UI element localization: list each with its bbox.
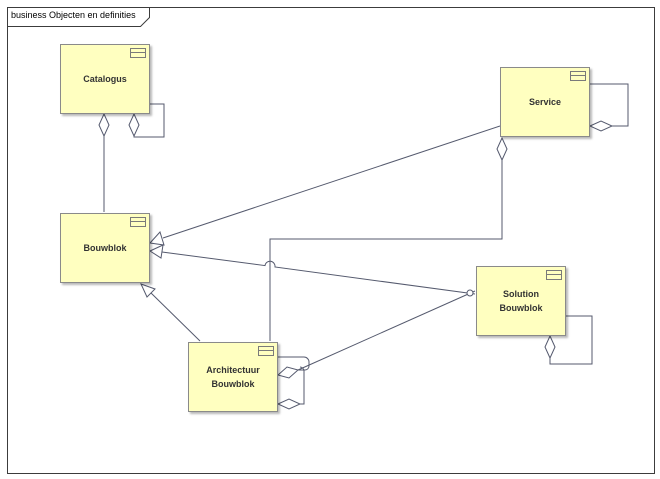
service-self-connector[interactable] bbox=[590, 83, 629, 127]
aggregation-diamond bbox=[128, 112, 140, 138]
solution-bouwblok-generalization[interactable] bbox=[161, 251, 476, 295]
element-bouwblok[interactable]: Bouwblok bbox=[60, 213, 150, 283]
aggregation-diamond bbox=[276, 366, 300, 379]
service-architectuur-connector[interactable] bbox=[269, 160, 503, 341]
aggregation-diamond bbox=[496, 136, 508, 162]
class-icon bbox=[130, 48, 146, 58]
diagram-frame bbox=[7, 7, 655, 474]
element-service[interactable]: Service bbox=[500, 67, 590, 137]
aggregation-diamond bbox=[588, 120, 614, 132]
generalization-arrowhead bbox=[140, 283, 156, 298]
element-catalogus-label: Catalogus bbox=[83, 73, 127, 84]
generalization-arrowhead bbox=[148, 244, 164, 259]
class-icon bbox=[130, 217, 146, 227]
diagram-title: business Objecten en definities bbox=[11, 10, 136, 20]
element-solution-bouwblok[interactable]: Solution Bouwblok bbox=[476, 266, 566, 336]
class-icon bbox=[546, 270, 562, 280]
class-icon bbox=[258, 346, 274, 356]
architectuur-solution-connector[interactable] bbox=[297, 290, 476, 371]
frame-tab bbox=[7, 7, 150, 27]
element-solution-bouwblok-label: Solution Bouwblok bbox=[499, 288, 543, 313]
aggregation-diamond bbox=[98, 112, 110, 138]
aggregation-diamond bbox=[544, 334, 556, 360]
element-architectuur-bouwblok-label: Architectuur Bouwblok bbox=[206, 364, 260, 389]
service-bouwblok-generalization[interactable] bbox=[162, 125, 501, 239]
solution-self-connector[interactable] bbox=[549, 315, 593, 365]
element-catalogus[interactable]: Catalogus bbox=[60, 44, 150, 114]
element-service-label: Service bbox=[528, 96, 562, 107]
architectuur-bouwblok-generalization[interactable] bbox=[149, 291, 201, 342]
architectuur-self-connector-1[interactable] bbox=[278, 356, 310, 371]
generalization-arrowhead bbox=[148, 231, 165, 246]
aggregation-diamond bbox=[276, 398, 302, 410]
element-bouwblok-label: Bouwblok bbox=[83, 242, 127, 253]
class-icon bbox=[570, 71, 586, 81]
association-end-marker bbox=[466, 289, 474, 297]
architectuur-self-connector-2[interactable] bbox=[299, 366, 305, 405]
element-architectuur-bouwblok[interactable]: Architectuur Bouwblok bbox=[188, 342, 278, 412]
